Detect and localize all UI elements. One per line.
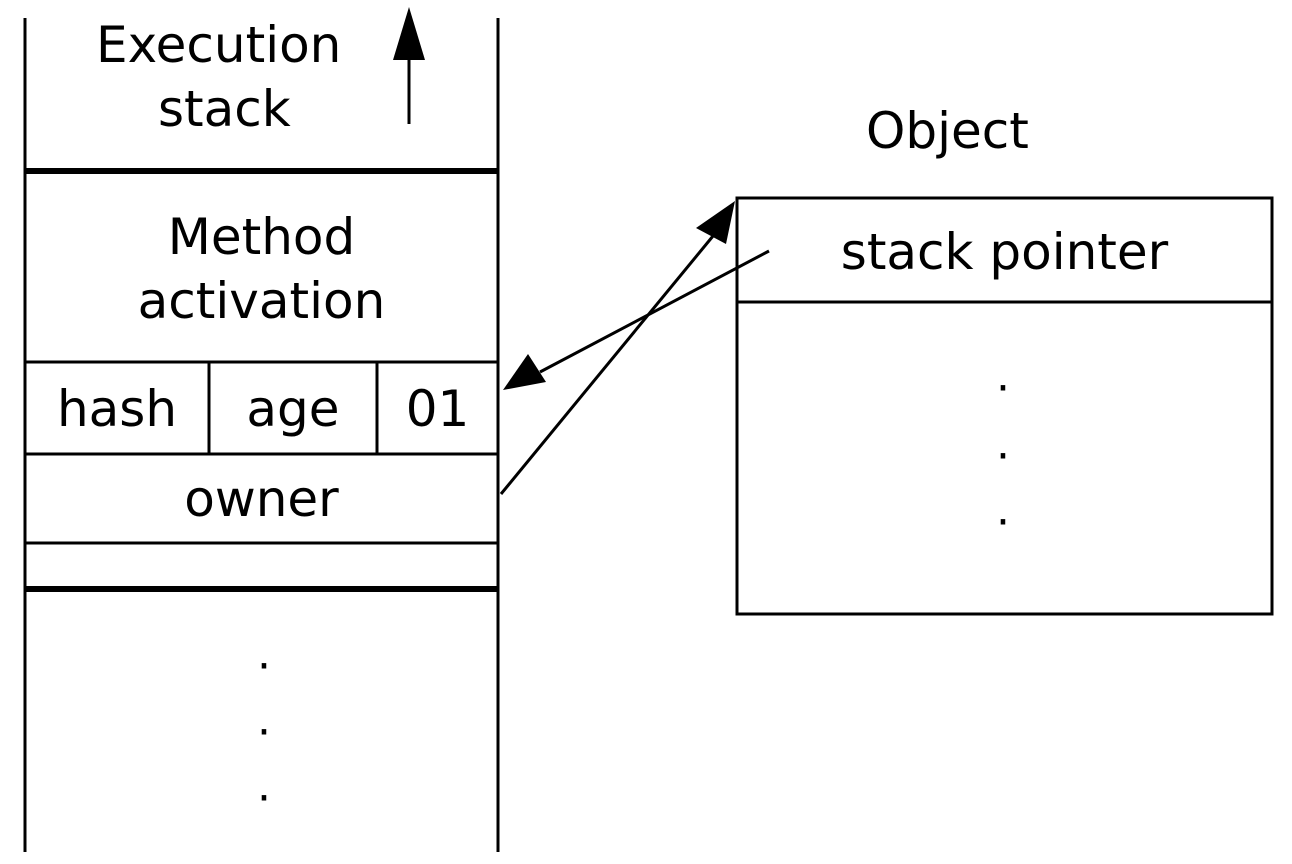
object-ellipsis-dot: · [996, 363, 1010, 414]
header-field-lock-bits: 01 [405, 380, 470, 438]
method-activation-line1: Method [167, 208, 356, 266]
object-title: Object [866, 102, 1029, 160]
stack-ellipsis-dot: · [257, 707, 271, 758]
stack-ellipsis-dot: · [257, 773, 271, 824]
object-ellipsis-dot: · [996, 497, 1010, 548]
stack-pointer-to-header-arrow [503, 249, 770, 390]
owner-field: owner [184, 470, 339, 528]
execution-stack-frame [23, 18, 500, 852]
stack-ellipsis-dot: · [257, 641, 271, 692]
execution-stack-title-line1: Execution [96, 16, 342, 74]
header-field-age: age [246, 380, 340, 438]
execution-stack-title-line2: stack [158, 80, 291, 138]
stack-growth-arrow [393, 7, 425, 124]
stack-pointer-field: stack pointer [840, 223, 1169, 281]
header-field-hash: hash [56, 380, 178, 438]
object-box [735, 196, 1274, 616]
object-ellipsis-dot: · [996, 431, 1010, 482]
owner-to-object-arrow [499, 201, 735, 495]
method-activation-line2: activation [137, 272, 386, 330]
